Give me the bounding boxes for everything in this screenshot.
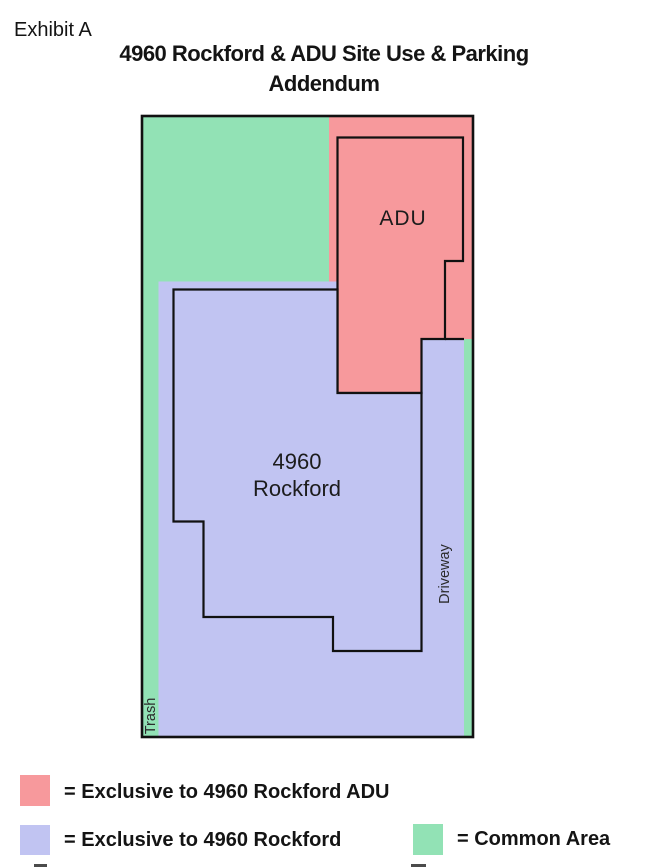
legend-label-common: = Common Area: [457, 828, 611, 850]
legend-swatch-common: [413, 824, 443, 855]
legend-swatch-adu: [20, 775, 50, 806]
legend: = Exclusive to 4960 Rockford ADU = Exclu…: [20, 775, 611, 867]
cropped-artifact-left: [34, 864, 47, 867]
trash-label: Trash: [143, 698, 159, 735]
house-label-line2: Rockford: [253, 476, 341, 501]
legend-label-rockford: = Exclusive to 4960 Rockford: [64, 829, 341, 851]
page-title-line1: 4960 Rockford & ADU Site Use & Parking: [119, 41, 528, 66]
exhibit-label: Exhibit A: [14, 19, 92, 41]
driveway-label: Driveway: [437, 543, 453, 603]
house-label-line1: 4960: [273, 449, 322, 474]
lot-border: [140, 114, 475, 739]
legend-label-adu: = Exclusive to 4960 Rockford ADU: [64, 781, 390, 803]
cropped-artifact-right: [411, 864, 426, 867]
page-title-line2: Addendum: [269, 71, 380, 96]
adu-label: ADU: [379, 207, 426, 230]
legend-swatch-rockford: [20, 825, 50, 855]
rockford-building-outline: [172, 288, 423, 653]
